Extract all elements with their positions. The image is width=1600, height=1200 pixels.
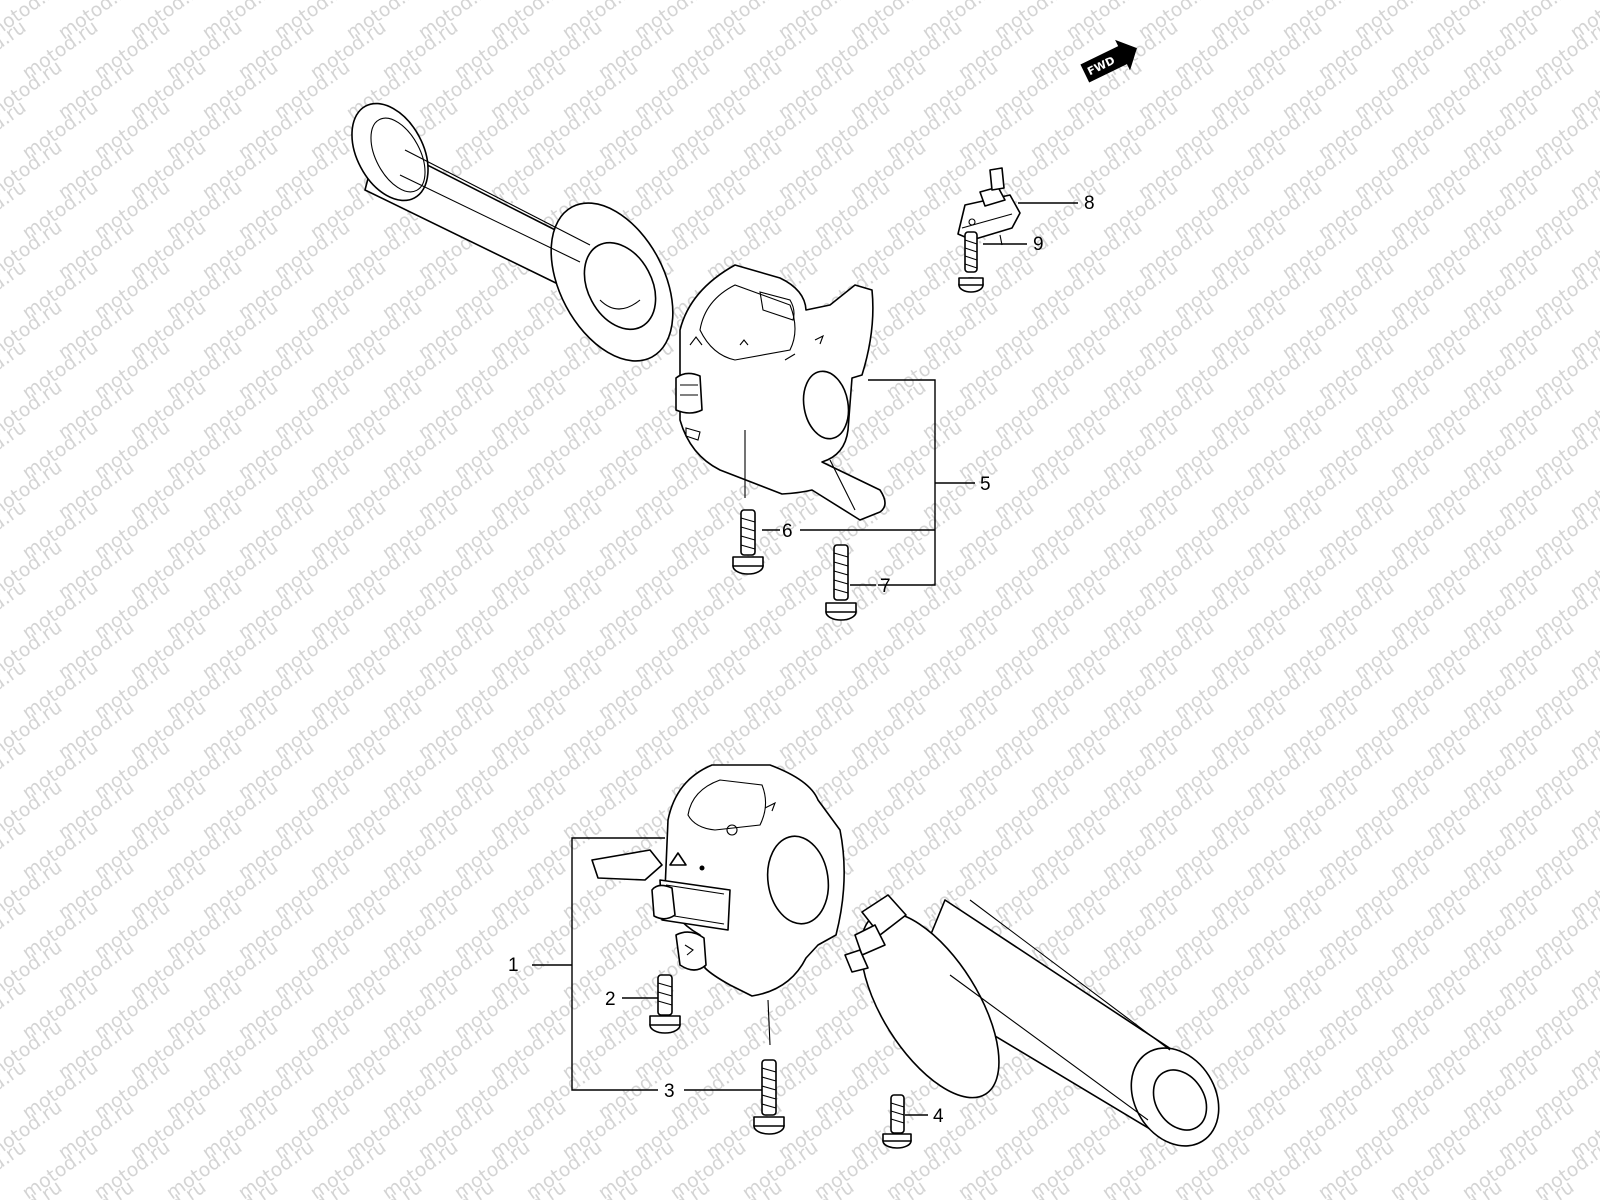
callout-8: 8 [1084, 193, 1095, 214]
left-grip-icon [351, 102, 674, 362]
callout-6: 6 [782, 521, 793, 542]
screw-4-icon [882, 1094, 912, 1149]
callout-9: 9 [1033, 234, 1044, 255]
right-grip-icon [844, 894, 1220, 1147]
screw-6-icon [732, 509, 764, 575]
callout-2: 2 [605, 989, 616, 1010]
clutch-switch-icon [957, 167, 1021, 246]
leader-lines [532, 202, 1078, 1116]
callout-3: 3 [664, 1081, 675, 1102]
callout-7: 7 [880, 576, 891, 597]
screw-9-icon [958, 231, 984, 293]
callout-5: 5 [980, 474, 991, 495]
callout-labels: 8 9 5 6 7 1 2 3 4 [508, 193, 1095, 1127]
screw-2-icon [649, 974, 681, 1034]
screw-7-icon [825, 544, 857, 621]
callout-4: 4 [933, 1106, 944, 1127]
screw-3-icon [753, 1059, 785, 1135]
upper-switch-housing-icon [675, 264, 886, 521]
lower-switch-housing-icon [591, 764, 845, 1046]
callout-1: 1 [508, 955, 519, 976]
